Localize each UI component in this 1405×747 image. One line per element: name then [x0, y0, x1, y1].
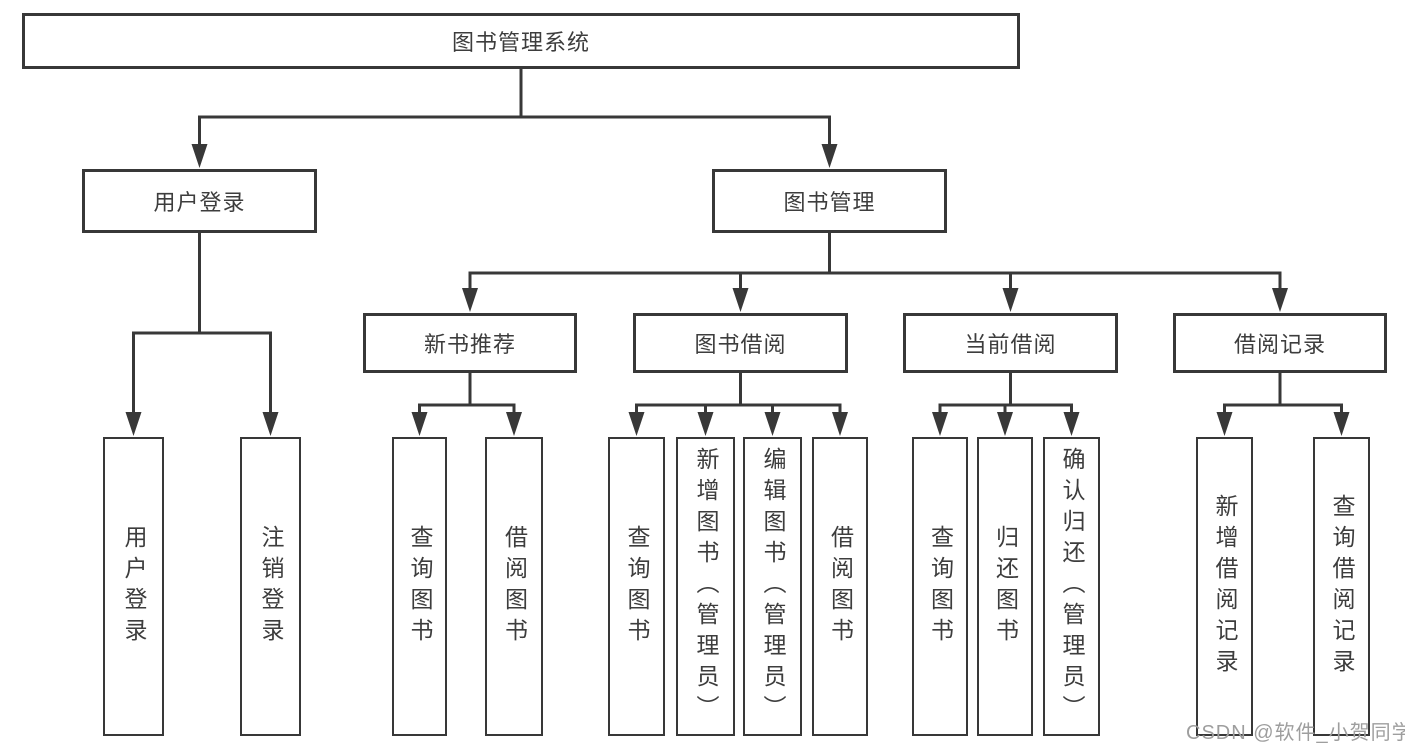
leaf-query-books: 查询图书 [912, 437, 968, 736]
arrow-down-icon [732, 288, 749, 312]
arrow-down-icon [191, 144, 208, 168]
leaf-label: 用户登录 [121, 524, 147, 649]
leaf-query-books: 查询图书 [608, 437, 665, 736]
node-label: 借阅记录 [1233, 332, 1326, 357]
leaf-borrow-books: 借阅图书 [812, 437, 868, 736]
arrow-down-icon [506, 412, 522, 436]
arrow-down-icon [1063, 412, 1080, 436]
leaf-add-borrow-record: 新增借阅记录 [1196, 437, 1253, 736]
arrow-down-icon [1216, 412, 1233, 436]
arrow-down-icon [462, 288, 478, 312]
leaf-label: 查询图书 [407, 524, 433, 649]
node-label: 新书推荐 [423, 332, 516, 357]
arrow-down-icon [697, 412, 714, 436]
leaf-query-books: 查询图书 [392, 437, 447, 736]
leaf-label: 新增借阅记录 [1212, 493, 1238, 680]
csdn-watermark: CSDN @软件_小贺同学 [1186, 722, 1405, 744]
arrow-down-icon [821, 144, 838, 168]
node-label: 图书管理系统 [451, 30, 590, 55]
node-user-login: 用户登录 [82, 169, 317, 233]
node-label: 图书管理 [783, 190, 876, 215]
arrow-down-icon [1272, 288, 1288, 312]
leaf-confirm-return-admin: 确认归还（管理员） [1043, 437, 1100, 736]
leaf-query-borrow-record: 查询借阅记录 [1313, 437, 1370, 736]
arrow-down-icon [125, 412, 142, 436]
leaf-label: 借阅图书 [501, 524, 528, 649]
leaf-borrow-books: 借阅图书 [485, 437, 543, 736]
arrow-down-icon [832, 412, 848, 436]
leaf-label: 注销登录 [258, 524, 284, 649]
leaf-label: 查询图书 [624, 524, 650, 649]
leaf-label: 编辑图书（管理员） [760, 447, 786, 726]
leaf-user-login: 用户登录 [103, 437, 164, 736]
leaf-edit-books-admin: 编辑图书（管理员） [743, 437, 802, 736]
node-borrowing-records: 借阅记录 [1173, 313, 1387, 373]
arrowheads-group [125, 144, 1350, 436]
leaf-label: 确认归还（管理员） [1059, 447, 1085, 726]
arrow-down-icon [1002, 288, 1019, 312]
node-label: 当前借阅 [964, 332, 1057, 357]
node-label: 用户登录 [153, 190, 246, 215]
node-book-borrowing: 图书借阅 [633, 313, 848, 373]
arrow-down-icon [997, 412, 1013, 436]
arrow-down-icon [262, 412, 279, 436]
leaf-add-books-admin: 新增图书（管理员） [676, 437, 735, 736]
leaf-return-books: 归还图书 [977, 437, 1033, 736]
node-book-management: 图书管理 [712, 169, 947, 233]
leaf-label: 归还图书 [992, 524, 1019, 649]
leaf-label: 查询借阅记录 [1329, 493, 1355, 680]
arrow-down-icon [411, 412, 428, 436]
leaf-label: 新增图书（管理员） [693, 447, 719, 726]
arrow-down-icon [764, 412, 781, 436]
node-current-borrowing: 当前借阅 [903, 313, 1118, 373]
arrow-down-icon [1333, 412, 1350, 436]
arrow-down-icon [628, 412, 645, 436]
node-label: 图书借阅 [694, 332, 787, 357]
leaf-label: 查询图书 [927, 524, 954, 649]
arrow-down-icon [932, 412, 948, 436]
node-new-book-recommendation: 新书推荐 [363, 313, 577, 373]
leaf-label: 借阅图书 [827, 524, 854, 649]
node-library-management-system: 图书管理系统 [22, 13, 1020, 69]
leaf-logout: 注销登录 [240, 437, 301, 736]
